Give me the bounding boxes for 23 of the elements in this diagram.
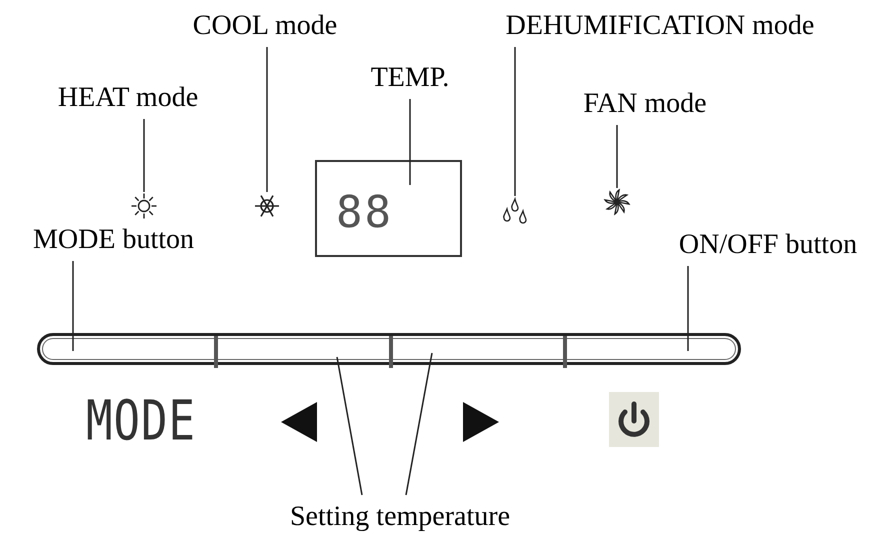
- display-window: [315, 160, 462, 257]
- button-panel: [37, 333, 741, 365]
- leader-line: [266, 47, 268, 192]
- callout-text: FAN mode: [583, 90, 707, 118]
- callout-text: COOL mode: [192, 12, 338, 40]
- mode-key-label: MODE: [86, 394, 196, 450]
- callout-text: ON/OFF button: [678, 231, 858, 259]
- leader-line: [687, 266, 689, 351]
- leader-line: [143, 119, 145, 192]
- callout-text: HEAT mode: [58, 84, 198, 112]
- digit-readout: 88: [336, 190, 393, 234]
- callout-text: Setting temperature: [290, 503, 510, 531]
- callout-text: DEHUMIFICATION mode: [506, 12, 814, 40]
- leader-line: [336, 356, 363, 496]
- leader-line: [616, 125, 618, 188]
- touch-key: [391, 336, 565, 368]
- callout-text: TEMP.: [370, 64, 450, 92]
- leader-line: [405, 352, 433, 496]
- touch-key: [216, 336, 391, 368]
- leader-line: [514, 47, 516, 196]
- callout-text: MODE button: [33, 226, 194, 254]
- leader-line: [409, 99, 411, 185]
- leader-line: [72, 261, 74, 351]
